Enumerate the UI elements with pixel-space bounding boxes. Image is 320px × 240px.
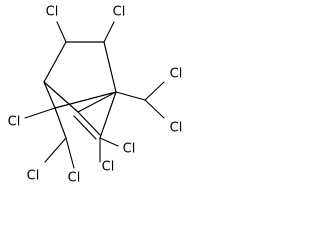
bond-c6-c8-double-b (73, 115, 97, 140)
chlorine-label: Cl (123, 142, 136, 157)
bond-c7-cl (65, 137, 75, 169)
bond-c8-cl (99, 137, 119, 147)
chlorine-label: Cl (170, 67, 183, 82)
bond-c5-c7 (54, 107, 67, 139)
bond-c1-c3 (43, 41, 67, 83)
bond-c4-c6 (77, 91, 117, 113)
chlorine-label: Cl (113, 5, 126, 20)
bond-c5-c4 (54, 91, 117, 109)
bond-c4-c8 (99, 91, 117, 139)
chlorine-label: Cl (27, 169, 40, 184)
bond-chcl2-cl2 (144, 99, 165, 119)
bond-c3-c5 (43, 81, 56, 109)
bond-c5-cl (24, 107, 56, 119)
chlorine-label: Cl (170, 121, 183, 136)
molecule-structure: Cl Cl Cl Cl Cl Cl Cl Cl Cl (8, 5, 183, 186)
bond-c2-c4 (103, 41, 117, 93)
bond-c7-ch2cl (44, 137, 67, 163)
chlorine-label: Cl (68, 171, 81, 186)
bond-c4-chcl2 (115, 91, 146, 101)
bond-c3-c6 (43, 81, 79, 113)
bond-chcl2-cl1 (144, 81, 165, 101)
chlorine-label: Cl (8, 115, 21, 130)
chlorine-label: Cl (46, 5, 59, 20)
bond-c2-cl (103, 21, 115, 43)
bond-c6-c8-double-a (77, 111, 101, 136)
bond-c1-cl (56, 21, 67, 43)
chlorine-label: Cl (102, 160, 115, 175)
